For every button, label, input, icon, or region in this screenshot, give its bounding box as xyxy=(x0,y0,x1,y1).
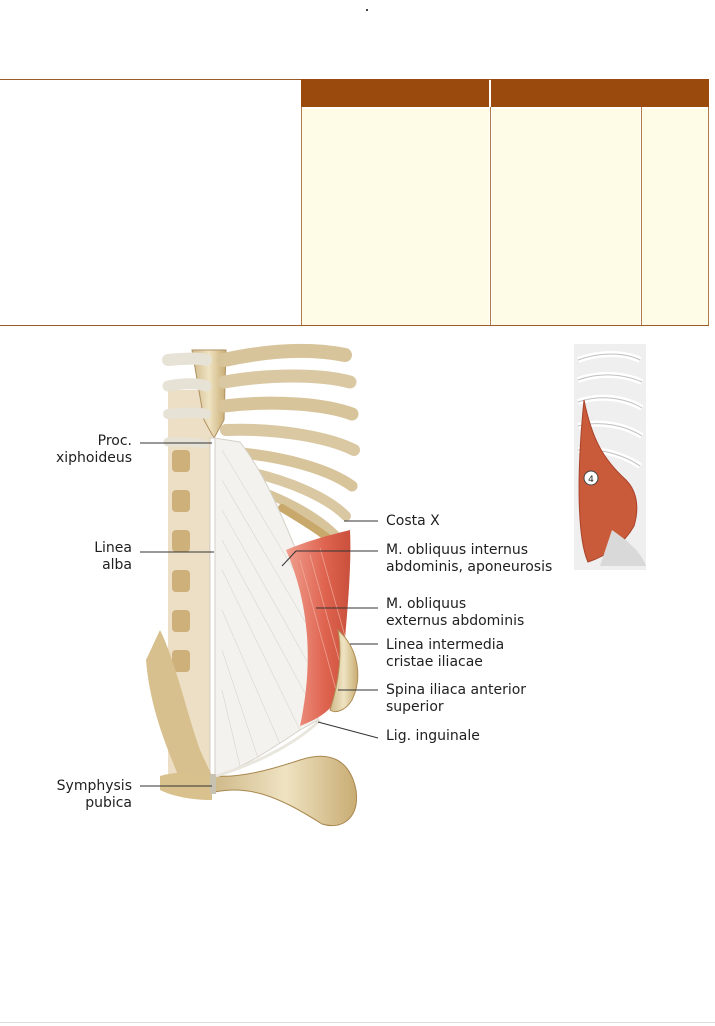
inset-diagram: 4 xyxy=(574,344,646,570)
table-body-cell-3 xyxy=(642,109,708,325)
inset-badge: 4 xyxy=(588,475,594,485)
label-linea-intermedia: Linea intermedia cristae iliacae xyxy=(386,637,505,670)
label-linea-alba: Linea alba xyxy=(94,540,132,573)
label-lig-inguinale: Lig. inguinale xyxy=(386,728,480,744)
label-obliquus-externus: M. obliquus externus abdominis xyxy=(386,596,525,629)
table-column-divider xyxy=(301,107,302,325)
table-column-divider xyxy=(490,107,491,325)
muscle-table xyxy=(0,79,709,326)
table-bottom-rule xyxy=(0,325,709,326)
label-spina-iliaca: Spina iliaca anterior superior xyxy=(386,682,527,715)
label-obliquus-internus: M. obliquus internus abdominis, aponeuro… xyxy=(386,542,553,575)
external-oblique-muscle xyxy=(286,530,351,726)
table-header-cell-2 xyxy=(491,79,709,107)
table-header-cell-1 xyxy=(301,79,489,107)
pelvis xyxy=(146,628,359,827)
page-bottom-rule xyxy=(0,1022,715,1023)
label-proc-xiphoideus: Proc. xiphoideus xyxy=(55,433,132,466)
label-symphysis-pubica: Symphysis pubica xyxy=(56,778,132,811)
table-column-divider xyxy=(641,107,642,325)
label-leader-lines xyxy=(140,442,379,787)
scan-mark xyxy=(366,9,368,11)
table-body-cell-1 xyxy=(302,109,489,325)
table-column-divider xyxy=(708,107,709,325)
label-costa-x: Costa X xyxy=(386,513,440,529)
anatomy-figure: 4 Proc. xiphoideus Linea alba Symphysis … xyxy=(0,330,715,850)
trunk-illustration: 4 xyxy=(140,343,646,827)
table-body-cell-2 xyxy=(492,109,640,325)
